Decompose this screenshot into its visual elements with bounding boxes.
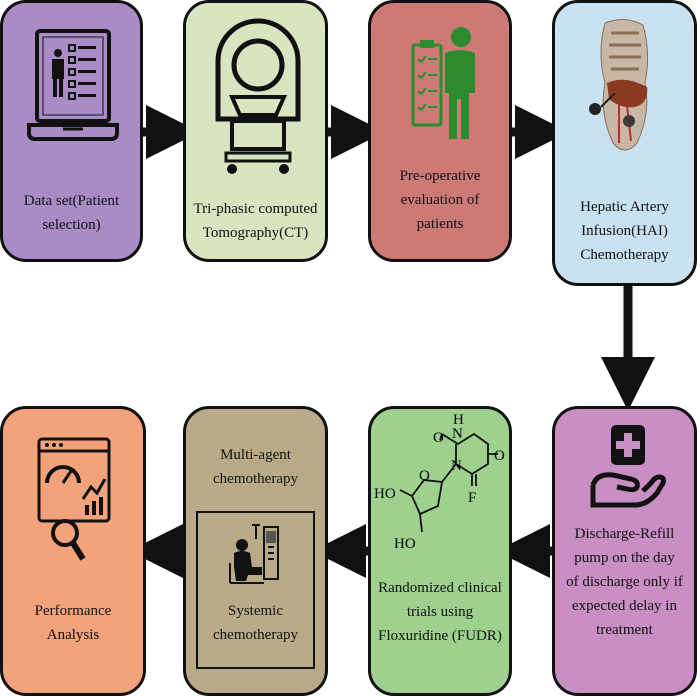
medical-hand-care-icon xyxy=(590,425,666,508)
step-discharge-box: Discharge-Refill pump on the day of disc… xyxy=(552,406,697,696)
step-discharge-label: Discharge-Refill pump on the day of disc… xyxy=(566,526,683,638)
step-performance-box: Performance Analysis xyxy=(0,406,146,696)
step-ct-box: Tri-phasic computed Tomography(CT) xyxy=(183,0,328,262)
svg-text:F: F xyxy=(468,490,476,506)
systemic-chemotherapy-panel: Systemic chemotherapy xyxy=(196,511,315,669)
patient-record-laptop-icon xyxy=(27,29,119,141)
step-multi-agent-box: Multi-agent chemotherapy Systemic chemot… xyxy=(183,406,328,696)
svg-text:O: O xyxy=(494,448,505,464)
svg-text:HO: HO xyxy=(374,486,396,502)
svg-text:HO: HO xyxy=(394,536,416,552)
performance-dashboard-icon xyxy=(37,437,111,561)
ct-scanner-icon xyxy=(215,18,301,174)
liver-anatomy-icon xyxy=(589,19,649,151)
step-hai-box: Hepatic Artery Infusion(HAI) Chemotherap… xyxy=(552,0,697,286)
svg-text:H: H xyxy=(453,412,464,428)
floxuridine-molecule-icon: O N H O N F O HO HO xyxy=(374,412,505,552)
doctor-clipboard-icon xyxy=(411,27,475,139)
step-preoperative-box: Pre-operative evaluation of patients xyxy=(368,0,512,262)
svg-text:N: N xyxy=(452,426,463,442)
step-data-set-box: Data set(Patient selection) xyxy=(0,0,143,262)
step-multi-agent-label: Multi-agent chemotherapy xyxy=(213,447,298,487)
svg-text:O: O xyxy=(433,430,444,446)
svg-text:O: O xyxy=(419,468,430,484)
step-randomized-label: Randomized clinical trials using Floxuri… xyxy=(378,580,502,644)
step-hai-label: Hepatic Artery Infusion(HAI) Chemotherap… xyxy=(580,199,669,263)
patient-infusion-icon xyxy=(229,524,279,584)
step-data-set-label: Data set(Patient selection) xyxy=(23,193,120,233)
systemic-chemotherapy-label: Systemic chemotherapy xyxy=(213,603,298,643)
svg-text:N: N xyxy=(451,458,462,474)
step-performance-label: Performance Analysis xyxy=(34,603,112,643)
step-preoperative-label: Pre-operative evaluation of patients xyxy=(399,168,481,232)
step-randomized-box: O N H O N F O HO HO Randomized clinical … xyxy=(368,406,512,696)
step-ct-label: Tri-phasic computed Tomography(CT) xyxy=(193,201,318,241)
